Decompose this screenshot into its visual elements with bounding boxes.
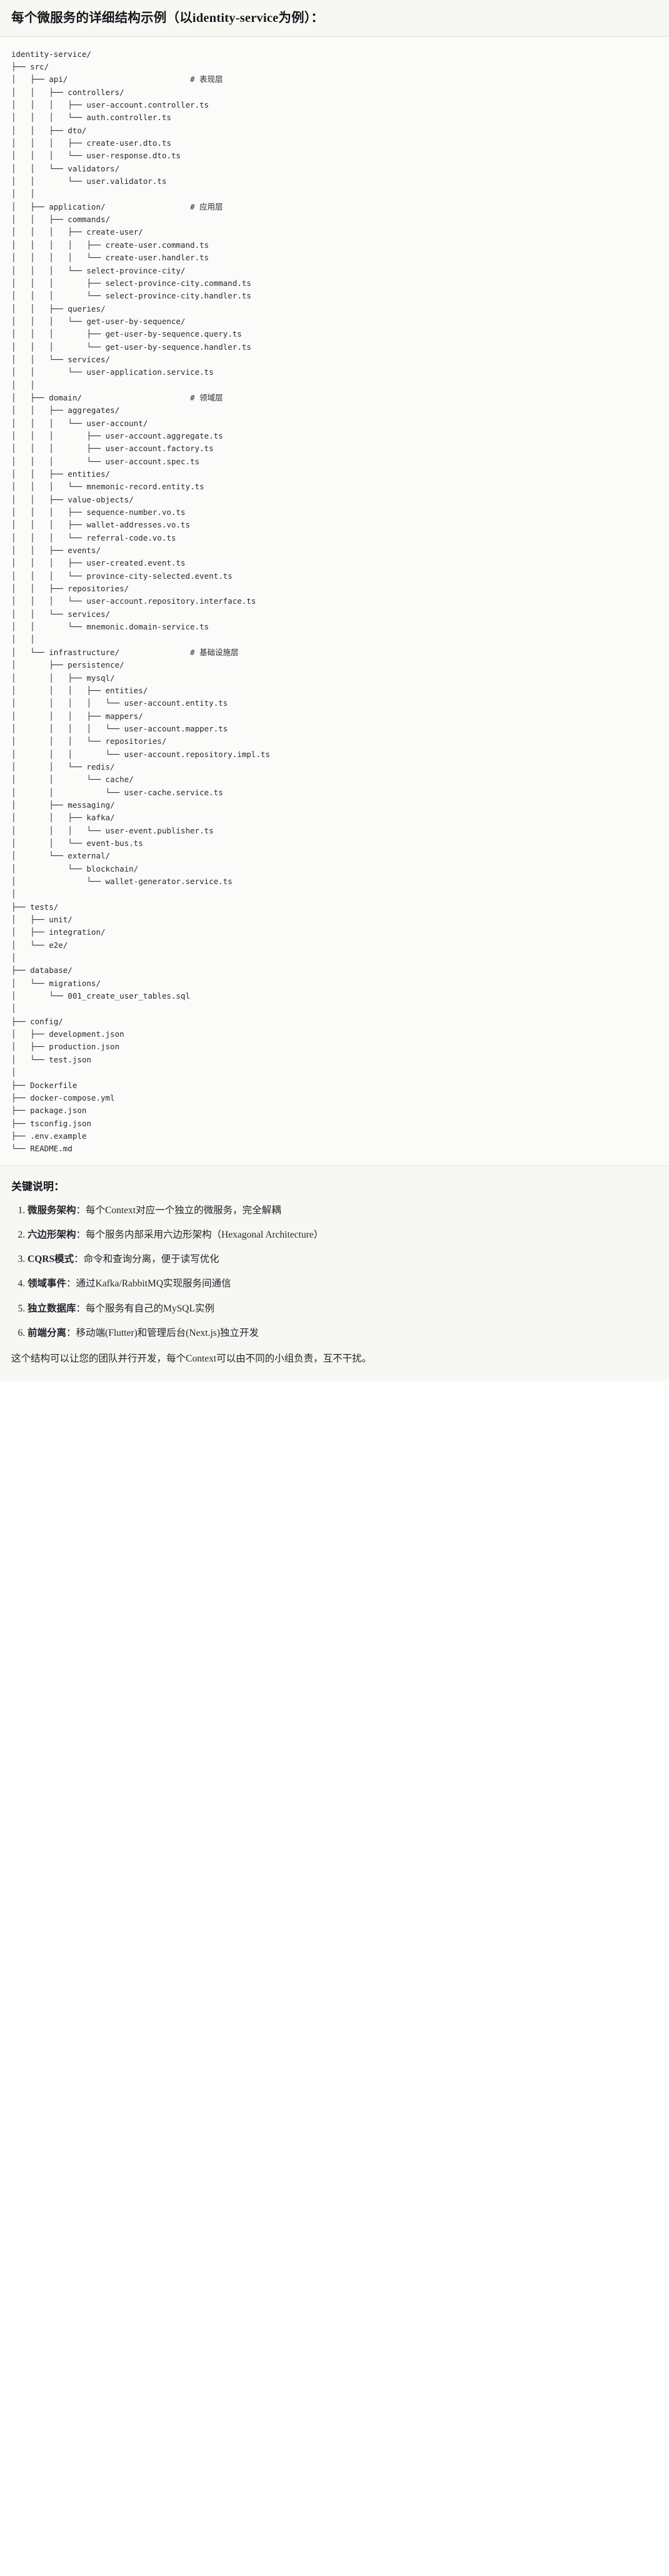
key-point-description: 每个Context对应一个独立的微服务，完全解耦 [86, 1204, 281, 1216]
key-point-item: 六边形架构：每个服务内部采用六边形架构（Hexagonal Architectu… [28, 1228, 658, 1242]
key-point-separator: ： [74, 1254, 84, 1265]
key-points-list: 微服务架构：每个Context对应一个独立的微服务，完全解耦六边形架构：每个服务… [11, 1203, 658, 1341]
key-point-term: 独立数据库 [28, 1303, 76, 1314]
key-point-term: 领域事件 [28, 1278, 67, 1290]
key-point-item: CQRS模式：命令和查询分离，便于读写优化 [28, 1252, 658, 1266]
key-point-item: 独立数据库：每个服务有自己的MySQL实例 [28, 1301, 658, 1316]
directory-tree-block: identity-service/ ├── src/ │ ├── api/ # … [0, 36, 669, 1166]
key-point-separator: ： [66, 1278, 76, 1290]
key-point-term: CQRS模式 [28, 1254, 74, 1265]
key-point-item: 领域事件：通过Kafka/RabbitMQ实现服务间通信 [28, 1276, 658, 1291]
key-point-description: 每个服务内部采用六边形架构（Hexagonal Architecture） [86, 1229, 324, 1240]
key-point-description: 移动端(Flutter)和管理后台(Next.js)独立开发 [76, 1327, 259, 1338]
key-points-footer: 这个结构可以让您的团队并行开发，每个Context可以由不同的小组负责，互不干扰… [11, 1353, 372, 1365]
key-point-separator: ： [66, 1327, 76, 1338]
key-point-term: 微服务架构 [28, 1204, 76, 1216]
key-point-item: 微服务架构：每个Context对应一个独立的微服务，完全解耦 [28, 1203, 658, 1218]
key-point-description: 命令和查询分离，便于读写优化 [83, 1254, 219, 1265]
directory-tree[interactable]: identity-service/ ├── src/ │ ├── api/ # … [11, 49, 270, 1154]
key-point-description: 通过Kafka/RabbitMQ实现服务间通信 [76, 1278, 231, 1290]
key-points-section: 关键说明： 微服务架构：每个Context对应一个独立的微服务，完全解耦六边形架… [0, 1166, 669, 1381]
key-points-title: 关键说明： [11, 1180, 64, 1193]
key-point-separator: ： [76, 1204, 86, 1216]
key-point-description: 每个服务有自己的MySQL实例 [86, 1303, 214, 1314]
document-header: 每个微服务的详细结构示例（以identity-service为例）： [0, 0, 669, 37]
key-point-separator: ： [76, 1229, 86, 1240]
key-point-term: 前端分离 [28, 1327, 67, 1338]
key-point-term: 六边形架构 [28, 1229, 76, 1240]
key-point-item: 前端分离：移动端(Flutter)和管理后台(Next.js)独立开发 [28, 1326, 658, 1340]
key-point-separator: ： [76, 1303, 86, 1314]
page-title: 每个微服务的详细结构示例（以identity-service为例）： [11, 11, 324, 25]
